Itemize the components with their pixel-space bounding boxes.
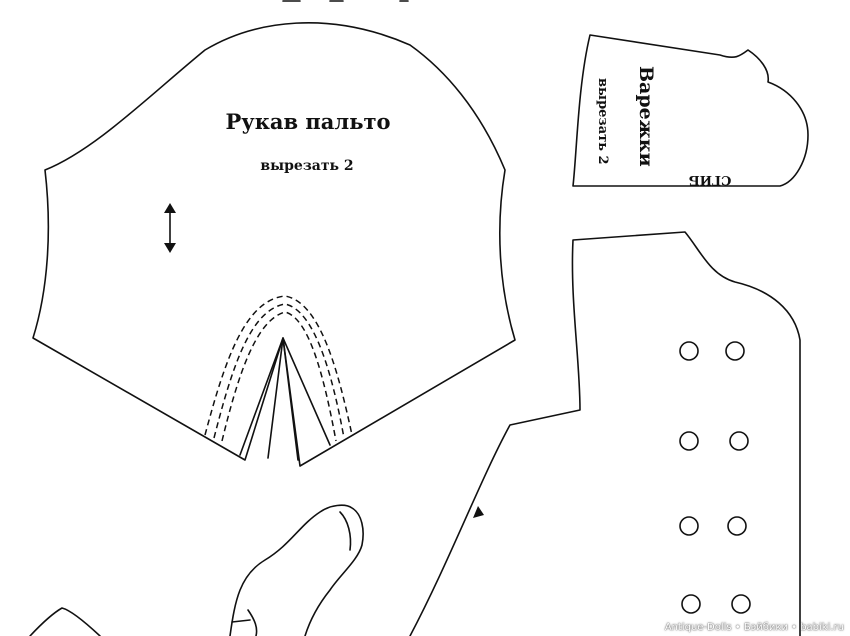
sleeve-instruction: вырезать 2 [260,158,353,174]
mitten-title: Варежки [635,66,657,167]
watermark: Antique-Dolls • Бэйбики • babiki.ru [664,622,844,633]
button-mark [731,594,751,614]
sleeve-title: Рукав пальто [226,109,391,134]
coat-front-pattern-piece [409,231,801,636]
partial-piece-bottom-left [29,607,101,636]
button-mark [679,516,699,536]
mitten-instruction: вырезать 2 [595,78,610,165]
coat-front-outline [409,231,801,636]
sleeve-seam-dashed-lines [204,295,353,442]
button-marks [679,341,751,614]
button-mark [679,431,699,451]
sleeve-outline [32,22,516,467]
grain-line-arrow [164,203,176,253]
sleeve-pattern-piece: Рукав пальто вырезать 2 [32,22,516,467]
button-mark [681,594,701,614]
button-mark [725,341,745,361]
mitten-outline [572,34,809,187]
button-mark [679,341,699,361]
mitten-pattern-piece: Варежки вырезать 2 СГИБ [572,34,809,187]
button-mark [727,516,747,536]
foot-pattern-piece [229,504,364,636]
mitten-fold-mark: СГИБ [689,172,732,187]
sleeve-dart-lines [239,337,331,461]
notch-mark [473,506,484,518]
button-mark [729,431,749,451]
